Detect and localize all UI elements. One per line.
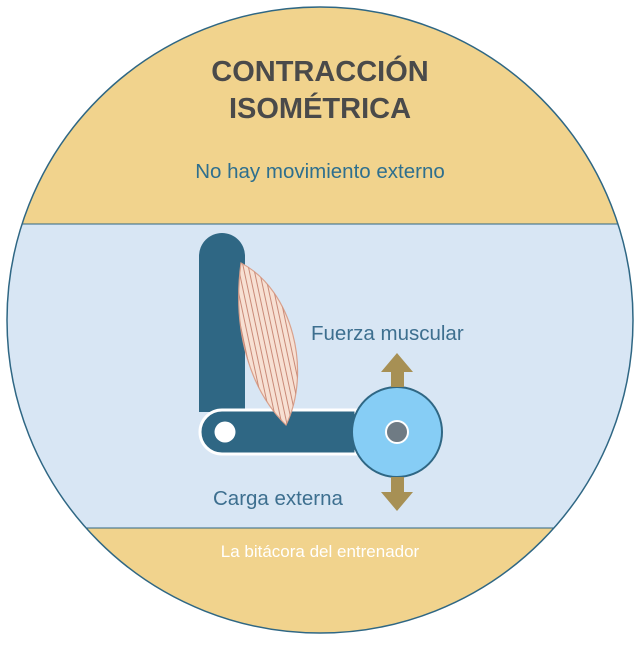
weight-disc-hub <box>385 420 409 444</box>
external-load-label: Carga externa <box>213 487 344 510</box>
title-line-1: CONTRACCIÓN <box>211 54 429 88</box>
title-line-2: ISOMÉTRICA <box>229 91 411 125</box>
forearm-bone <box>198 408 358 456</box>
footer-credit: La bitácora del entrenador <box>221 542 420 561</box>
elbow-joint <box>214 421 236 443</box>
outer-circle <box>6 6 634 634</box>
arrow-up-icon <box>381 353 413 387</box>
arm-illustration <box>198 233 443 511</box>
subtitle: No hay movimiento externo <box>195 160 445 183</box>
upper-arm-bone <box>199 233 245 412</box>
muscle-force-label: Fuerza muscular <box>311 322 464 345</box>
arrow-down-icon <box>381 477 413 511</box>
muscle <box>238 262 299 427</box>
middle-band <box>7 224 633 528</box>
